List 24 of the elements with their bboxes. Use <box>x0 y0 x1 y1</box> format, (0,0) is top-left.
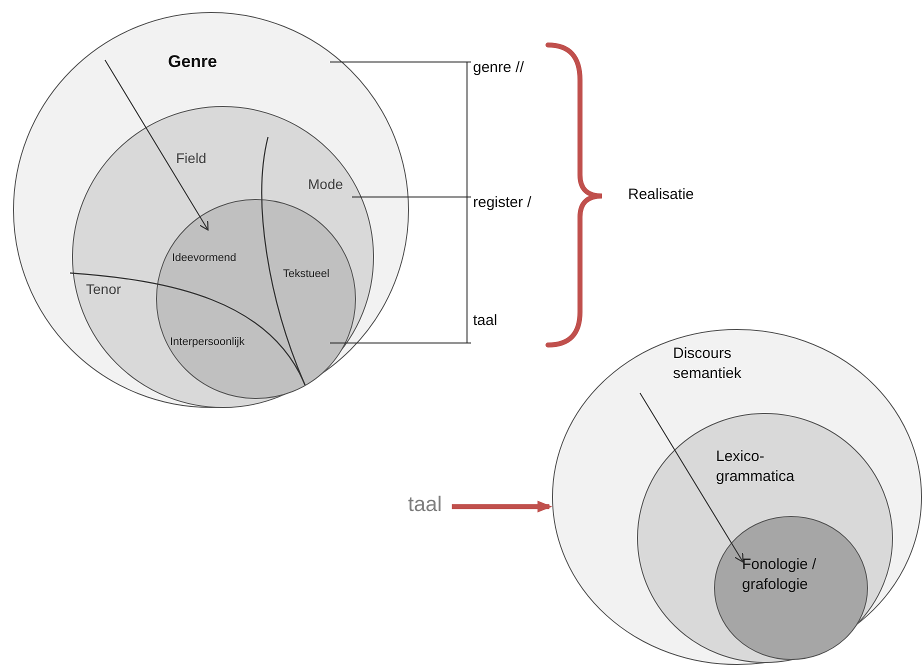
level-label: taal <box>473 312 498 330</box>
region-label: Ideevormend <box>172 252 236 264</box>
phonology-circle <box>714 516 868 660</box>
region-label: Tenor <box>86 281 122 297</box>
level-label: genre // <box>473 59 524 77</box>
region-label: Mode <box>308 176 344 192</box>
register-circle <box>72 106 374 408</box>
circle-label: Discours semantiek <box>673 344 742 384</box>
circle-label: Lexico- grammatica <box>716 447 796 488</box>
region-label: Field <box>176 150 206 166</box>
leader-line <box>330 342 472 344</box>
language-circle <box>156 199 356 399</box>
region-label: Interpersoonlijk <box>170 336 245 348</box>
genre-circle <box>13 12 409 408</box>
region-label: Tekstueel <box>283 268 330 280</box>
discourse-circle <box>552 329 922 665</box>
level-label: taal <box>408 492 442 518</box>
level-label: register / <box>473 194 532 212</box>
circle-label: Genre <box>168 52 218 72</box>
lexicogrammar-circle <box>637 413 893 663</box>
leader-line <box>352 196 472 198</box>
arrow <box>452 500 552 513</box>
circle-label: Fonologie / grafologie <box>742 555 818 596</box>
side-label: Realisatie <box>628 186 694 203</box>
